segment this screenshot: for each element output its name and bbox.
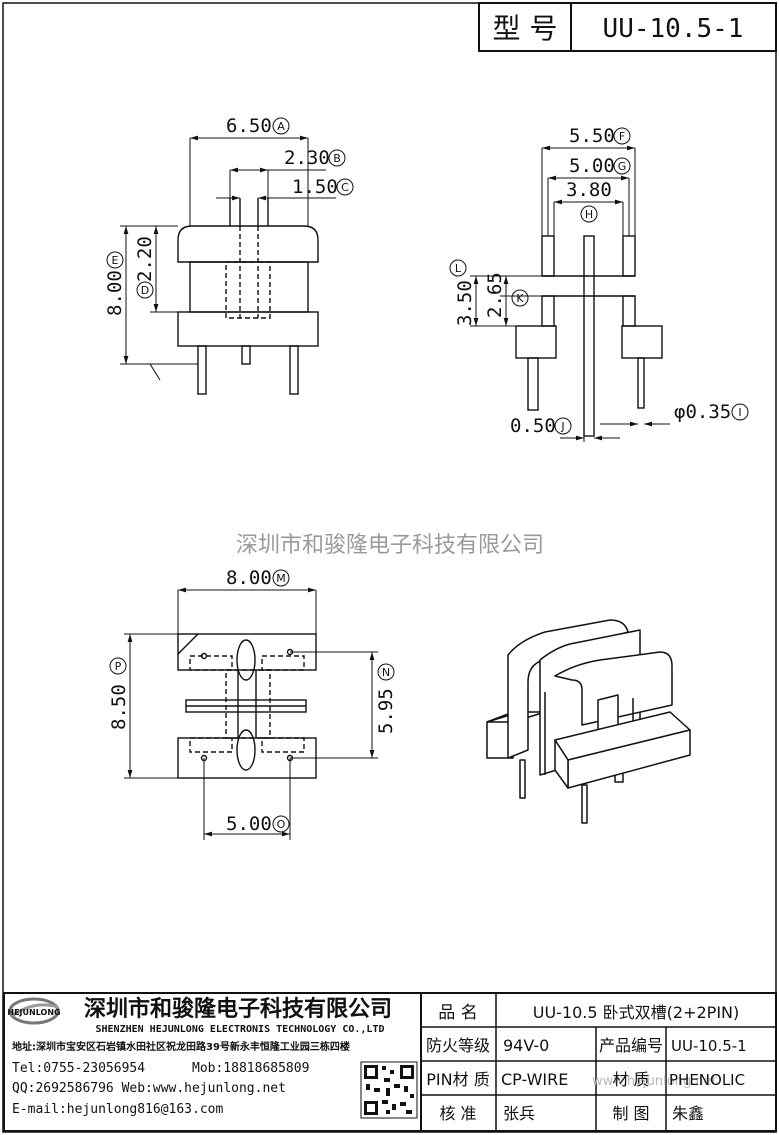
dim-b-marker bbox=[328, 149, 346, 167]
dim-g-marker bbox=[613, 157, 631, 175]
dim-d-value: 2.20 bbox=[134, 236, 156, 282]
dim-n-marker bbox=[377, 663, 395, 681]
front-view-labels: 5.50 F 5.00 G 3.80 H 3.50 L 2.65 K 0.50 … bbox=[449, 125, 749, 437]
company-qq-web: QQ:2692586796 Web:www.hejunlong.net bbox=[12, 1081, 286, 1096]
company-email: E-mail:hejunlong816@163.com bbox=[12, 1102, 223, 1117]
dim-d-marker bbox=[136, 281, 154, 299]
company-name-en: SHENZHEN HEJUNLONG ELECTRONIS TECHNOLOGY… bbox=[96, 1024, 385, 1035]
dim-h-marker-label: H bbox=[585, 208, 593, 221]
fire-rating-value: 94V-0 bbox=[503, 1036, 549, 1055]
dim-j-value: 0.50 bbox=[510, 415, 556, 437]
drafter-value: 朱鑫 bbox=[672, 1104, 704, 1123]
company-tel: Tel:0755-23056954 bbox=[12, 1061, 145, 1076]
material-label: 材 质 bbox=[612, 1070, 649, 1089]
company-logo: HEJUNLONG bbox=[7, 997, 61, 1025]
dim-o-value: 5.00 bbox=[226, 813, 272, 835]
checker-label: 核 准 bbox=[439, 1104, 476, 1123]
qr-code bbox=[360, 1061, 418, 1119]
pin-material-value: CP-WIRE bbox=[501, 1070, 568, 1089]
dim-g-value: 5.00 bbox=[569, 155, 615, 177]
dim-f-marker bbox=[613, 127, 631, 145]
product-code-value: UU-10.5-1 bbox=[671, 1037, 747, 1055]
logo-text: HEJUNLONG bbox=[7, 1008, 60, 1017]
company-mob: Mob:18818685809 bbox=[192, 1061, 309, 1076]
dim-n-value: 5.95 bbox=[375, 688, 397, 734]
model-value: UU-10.5-1 bbox=[603, 14, 744, 44]
dim-a-marker bbox=[272, 117, 290, 135]
dim-i-value: φ0.35 bbox=[674, 401, 731, 423]
dim-p-marker bbox=[109, 657, 127, 675]
material-value: PHENOLIC bbox=[669, 1071, 745, 1089]
dim-m-marker bbox=[272, 569, 290, 587]
dim-a-marker-label: A bbox=[277, 120, 285, 133]
dim-e-marker bbox=[106, 251, 124, 269]
side-view bbox=[120, 135, 336, 395]
pin-material-label: PIN材 质 bbox=[426, 1070, 489, 1089]
dim-c-value: 1.50 bbox=[292, 176, 338, 198]
dim-h-value: 3.80 bbox=[566, 179, 612, 201]
front-view bbox=[470, 145, 670, 442]
isometric-view bbox=[486, 619, 691, 824]
dim-k-marker bbox=[511, 289, 529, 307]
company-name-cn: 深圳市和骏隆电子科技有限公司 bbox=[84, 996, 392, 1022]
dim-i-marker bbox=[731, 403, 749, 421]
dim-a-value: 6.50 bbox=[226, 115, 272, 137]
dim-g-marker-label: G bbox=[618, 160, 627, 173]
dim-m-marker-label: M bbox=[276, 572, 286, 585]
product-name-value: UU-10.5 卧式双槽(2+2PIN) bbox=[533, 1003, 740, 1022]
fire-rating-label: 防火等级 bbox=[426, 1036, 490, 1055]
model-label: 型 号 bbox=[493, 12, 558, 45]
dim-d-marker-label: D bbox=[141, 284, 149, 297]
dim-b-value: 2.30 bbox=[284, 147, 330, 169]
dim-p-value: 8.50 bbox=[108, 684, 130, 730]
side-view-labels: 6.50 A 2.30 B 1.50 C 2.20 D 8.00 E bbox=[104, 115, 354, 316]
dim-l-marker bbox=[449, 259, 467, 277]
dim-k-value: 2.65 bbox=[484, 272, 506, 318]
dim-i-marker-label: I bbox=[738, 406, 741, 419]
dim-l-value: 3.50 bbox=[454, 280, 476, 326]
dim-c-marker-label: C bbox=[341, 181, 349, 194]
dim-j-marker bbox=[554, 417, 572, 435]
dim-m-value: 8.00 bbox=[226, 567, 272, 589]
dim-o-marker-label: O bbox=[277, 818, 286, 831]
title-block: HEJUNLONG 深圳市和骏隆电子科技有限公司 SHENZHEN HEJUNL… bbox=[3, 992, 777, 1132]
company-address: 地址:深圳市宝安区石岩镇水田社区祝龙田路39号新永丰恒隆工业园三栋四楼 bbox=[12, 1040, 350, 1053]
dim-n-marker-label: N bbox=[382, 666, 390, 679]
bottom-view bbox=[124, 587, 378, 840]
watermark-url: www.hejunlong.net bbox=[592, 1074, 717, 1089]
product-code-label: 产品编号 bbox=[599, 1036, 663, 1055]
watermark-text: 深圳市和骏隆电子科技有限公司 bbox=[236, 533, 544, 558]
model-header: 型 号 UU-10.5-1 bbox=[478, 2, 777, 52]
dim-e-marker-label: E bbox=[112, 254, 119, 267]
dim-k-marker-label: K bbox=[516, 292, 524, 305]
drafter-label: 制 图 bbox=[612, 1104, 649, 1123]
dim-e-value: 8.00 bbox=[104, 270, 126, 316]
dim-o-marker bbox=[272, 815, 290, 833]
dim-j-marker-label: J bbox=[560, 420, 564, 433]
checker-value: 张兵 bbox=[503, 1104, 535, 1123]
dim-l-marker-label: L bbox=[455, 262, 462, 275]
dim-h-marker bbox=[580, 205, 598, 223]
dim-p-marker-label: P bbox=[115, 660, 122, 673]
dim-f-marker-label: F bbox=[619, 130, 625, 143]
dim-c-marker bbox=[336, 178, 354, 196]
dim-b-marker-label: B bbox=[333, 152, 341, 165]
bottom-view-labels: 8.00 M 8.50 P 5.95 N 5.00 O bbox=[108, 567, 397, 835]
dim-f-value: 5.50 bbox=[569, 125, 615, 147]
product-name-label: 品 名 bbox=[438, 1003, 477, 1023]
